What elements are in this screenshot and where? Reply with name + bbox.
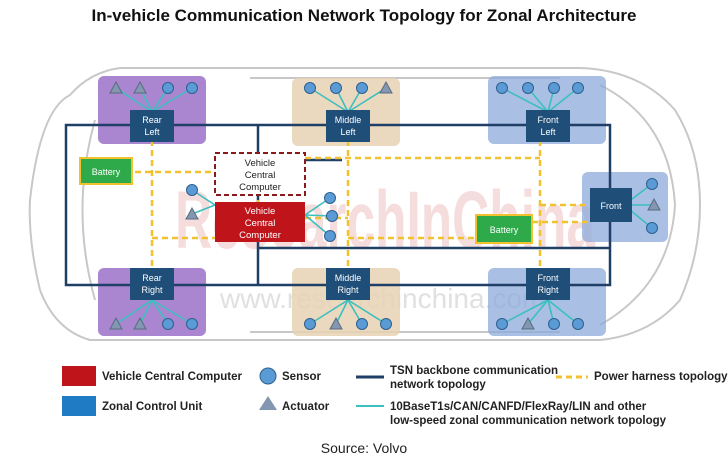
sensor-icon	[162, 318, 174, 330]
actuator-icon	[133, 316, 147, 330]
svg-text:Left: Left	[540, 127, 556, 137]
sensor-icon	[330, 82, 342, 94]
zcu-front-left: Front Left	[526, 110, 570, 142]
actuator-icon	[109, 316, 123, 330]
sensor-icon	[646, 178, 658, 190]
svg-text:Front: Front	[600, 201, 622, 211]
zcu-middle-right: Middle Right	[326, 268, 370, 300]
svg-text:Right: Right	[337, 285, 359, 295]
sensor-icon	[380, 318, 392, 330]
svg-text:Battery: Battery	[92, 167, 121, 177]
sensor-icon	[646, 222, 658, 234]
svg-text:Central: Central	[245, 218, 276, 229]
zcu-rear-right: Rear Right	[130, 268, 174, 300]
diagram-title: In-vehicle Communication Network Topolog…	[91, 6, 637, 25]
vcc-main: Vehicle Central Computer	[215, 202, 305, 242]
sensor-icon	[496, 82, 508, 94]
svg-text:Front: Front	[537, 273, 559, 283]
sensor-icon	[162, 82, 174, 94]
svg-text:Right: Right	[537, 285, 559, 295]
sensor-icon	[548, 318, 560, 330]
svg-text:Middle: Middle	[335, 273, 362, 283]
legend-vcc-swatch	[62, 366, 96, 386]
svg-text:Battery: Battery	[490, 225, 519, 235]
legend-sensor-icon	[259, 367, 277, 385]
actuator-icon	[647, 197, 661, 211]
sensor-icon	[572, 82, 584, 94]
sensor-icon	[356, 82, 368, 94]
svg-text:Computer: Computer	[239, 230, 281, 241]
zcu-middle-left: Middle Left	[326, 110, 370, 142]
svg-text:Rear: Rear	[142, 273, 162, 283]
sensor-icon	[496, 318, 508, 330]
legend-actuator-icon	[259, 396, 277, 410]
sensor-icon	[522, 82, 534, 94]
zcu-rear-left: Rear Left	[130, 110, 174, 142]
actuator-icon	[109, 80, 123, 94]
zcu-front-right: Front Right	[526, 268, 570, 300]
svg-text:Computer: Computer	[239, 182, 281, 193]
sensor-icon	[304, 82, 316, 94]
svg-text:Central: Central	[245, 170, 276, 181]
battery-right: Battery	[475, 214, 533, 244]
sensor-icon	[186, 184, 198, 196]
actuator-icon	[185, 206, 199, 220]
actuator-icon	[379, 80, 393, 94]
sensor-icon	[324, 192, 336, 204]
actuator-icon	[521, 316, 535, 330]
sensor-icon	[324, 230, 336, 242]
power-harness	[125, 140, 590, 270]
sensor-icon	[186, 82, 198, 94]
svg-text:Left: Left	[144, 127, 160, 137]
svg-text:Left: Left	[340, 127, 356, 137]
svg-text:Vehicle: Vehicle	[245, 206, 276, 217]
actuators	[109, 80, 661, 330]
legend-zcu-swatch	[62, 396, 96, 416]
source-caption: Source: Volvo	[320, 440, 408, 456]
sensor-icon	[356, 318, 368, 330]
sensors	[162, 82, 658, 330]
battery-left: Battery	[79, 157, 133, 185]
svg-text:Front: Front	[537, 115, 559, 125]
sensor-icon	[572, 318, 584, 330]
svg-text:Vehicle: Vehicle	[245, 158, 276, 169]
zcu-front: Front	[590, 188, 632, 222]
svg-text:Middle: Middle	[335, 115, 362, 125]
sensor-icon	[548, 82, 560, 94]
sensor-icon	[326, 210, 338, 222]
vcc-backup: Vehicle Central Computer	[214, 152, 306, 196]
actuator-icon	[329, 316, 343, 330]
actuator-icon	[133, 80, 147, 94]
svg-text:Right: Right	[141, 285, 163, 295]
svg-text:Rear: Rear	[142, 115, 162, 125]
sensor-icon	[304, 318, 316, 330]
sensor-icon	[186, 318, 198, 330]
